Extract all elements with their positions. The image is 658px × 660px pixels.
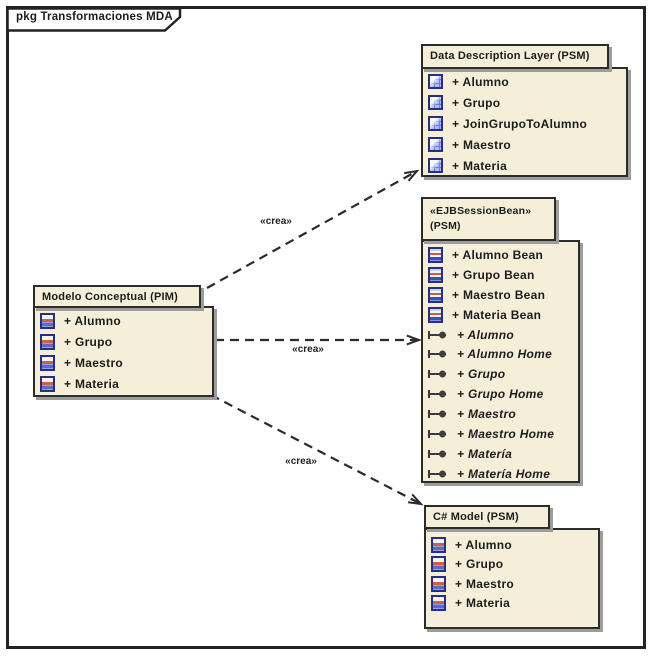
class-icon (431, 575, 446, 592)
item-label: + Maestro Bean (452, 287, 546, 302)
table-icon (428, 74, 443, 89)
class-icon (431, 556, 446, 573)
item-label: + Materia (452, 158, 508, 173)
item-label: + Alumno Bean (452, 247, 544, 262)
interface-lollipop-icon (428, 388, 448, 401)
list-item[interactable]: + Maestro (35, 352, 212, 373)
crea-connector-ejb[interactable]: «crea» (215, 334, 422, 355)
interface-lollipop-icon (428, 368, 448, 381)
item-label: + Matería (457, 446, 513, 461)
table-icon (428, 158, 443, 173)
list-item[interactable]: + Alumno Bean (423, 245, 578, 265)
list-item[interactable]: + Materia Bean (423, 305, 578, 325)
class-icon (431, 595, 446, 612)
item-label: + Alumno (64, 313, 121, 328)
bean-icon (428, 246, 443, 263)
crea-label-1[interactable]: «crea» (260, 216, 292, 227)
package-tab-csharp-model[interactable]: C# Model (PSM) (424, 505, 550, 529)
item-label: + Materia (455, 596, 511, 611)
list-item[interactable]: + Grupo Bean (423, 265, 578, 285)
item-label: + Maestro Home (457, 426, 555, 441)
crea-label-3[interactable]: «crea» (285, 456, 317, 467)
item-label: + Maestro (457, 407, 517, 422)
interface-lollipop-icon (428, 408, 448, 421)
list-item[interactable]: + Maestro Home (423, 424, 578, 444)
item-label: + Grupo (455, 557, 504, 572)
package-body-csharp-model[interactable]: + Alumno + Grupo + Maestro + Materia (424, 528, 600, 629)
package-body-modelo-conceptual[interactable]: + Alumno + Grupo + Maestro + Materia (33, 306, 214, 397)
item-label: + Grupo (64, 334, 113, 349)
interface-lollipop-icon (428, 328, 448, 341)
item-label: + Grupo Bean (452, 267, 535, 282)
list-item[interactable]: + Maestro (423, 134, 626, 155)
item-label: + Alumno Home (457, 347, 553, 362)
item-label: + Alumno (455, 537, 512, 552)
interface-lollipop-icon (428, 447, 448, 460)
list-item[interactable]: + Grupo (426, 555, 598, 575)
frame-tab (6, 7, 182, 32)
list-item[interactable]: + Grupo (423, 92, 626, 113)
class-icon (40, 312, 55, 329)
crea-label-2[interactable]: «crea» (292, 344, 324, 355)
package-tab-data-description-layer[interactable]: Data Description Layer (PSM) (421, 44, 609, 69)
list-item[interactable]: + Materia (426, 594, 598, 614)
item-label: + JoinGrupoToAlumno (452, 116, 588, 131)
frame-title: pkg Transformaciones MDA (16, 11, 173, 23)
list-item[interactable]: + Alumno Home (423, 344, 578, 364)
list-item[interactable]: + Grupo (423, 364, 578, 384)
item-label: + Grupo Home (457, 387, 544, 402)
item-label: + Maestro (455, 576, 515, 591)
list-item[interactable]: + JoinGrupoToAlumno (423, 113, 626, 134)
list-item[interactable]: + Matería (423, 444, 578, 464)
list-item[interactable]: + Grupo (35, 331, 212, 352)
bean-icon (428, 306, 443, 323)
item-label: + Materia Bean (452, 307, 542, 322)
bean-icon (428, 286, 443, 303)
class-icon (431, 536, 446, 553)
table-icon (428, 116, 443, 131)
item-label: + Maestro (64, 355, 124, 370)
list-item[interactable]: + Alumno (423, 71, 626, 92)
crea-connector-ddl[interactable]: «crea» (206, 169, 420, 289)
list-item[interactable]: + Matería Home (423, 464, 578, 484)
interface-lollipop-icon (428, 427, 448, 440)
item-label: + Grupo (457, 367, 506, 382)
class-icon (40, 354, 55, 371)
bean-icon (428, 266, 443, 283)
table-icon (428, 137, 443, 152)
package-body-data-description-layer[interactable]: + Alumno + Grupo + JoinGrupoToAlumno + M… (421, 67, 628, 177)
list-item[interactable]: + Materia (423, 155, 626, 176)
list-item[interactable]: + Alumno (426, 535, 598, 555)
item-label: + Grupo (452, 95, 501, 110)
class-icon (40, 375, 55, 392)
item-label: + Maestro (452, 137, 512, 152)
item-label: + Alumno (452, 74, 509, 89)
crea-connector-csharp[interactable]: «crea» (210, 394, 424, 506)
package-tab-modelo-conceptual[interactable]: Modelo Conceptual (PIM) (33, 285, 201, 308)
class-icon (40, 333, 55, 350)
package-tab-ejbsessionbean[interactable]: «EJBSessionBean» (PSM) (421, 197, 556, 241)
table-icon (428, 95, 443, 110)
interface-lollipop-icon (428, 467, 448, 480)
item-label: + Matería Home (457, 466, 551, 481)
list-item[interactable]: + Grupo Home (423, 384, 578, 404)
item-label: + Materia (64, 376, 120, 391)
list-item[interactable]: + Alumno (423, 325, 578, 345)
list-item[interactable]: + Maestro (426, 574, 598, 594)
list-item[interactable]: + Maestro (423, 404, 578, 424)
list-item[interactable]: + Alumno (35, 310, 212, 331)
diagram-frame (6, 6, 646, 649)
package-body-ejbsessionbean[interactable]: + Alumno Bean + Grupo Bean + Maestro Bea… (421, 240, 580, 483)
list-item[interactable]: + Maestro Bean (423, 285, 578, 305)
list-item[interactable]: + Materia (35, 373, 212, 394)
interface-lollipop-icon (428, 348, 448, 361)
item-label: + Alumno (457, 327, 514, 342)
